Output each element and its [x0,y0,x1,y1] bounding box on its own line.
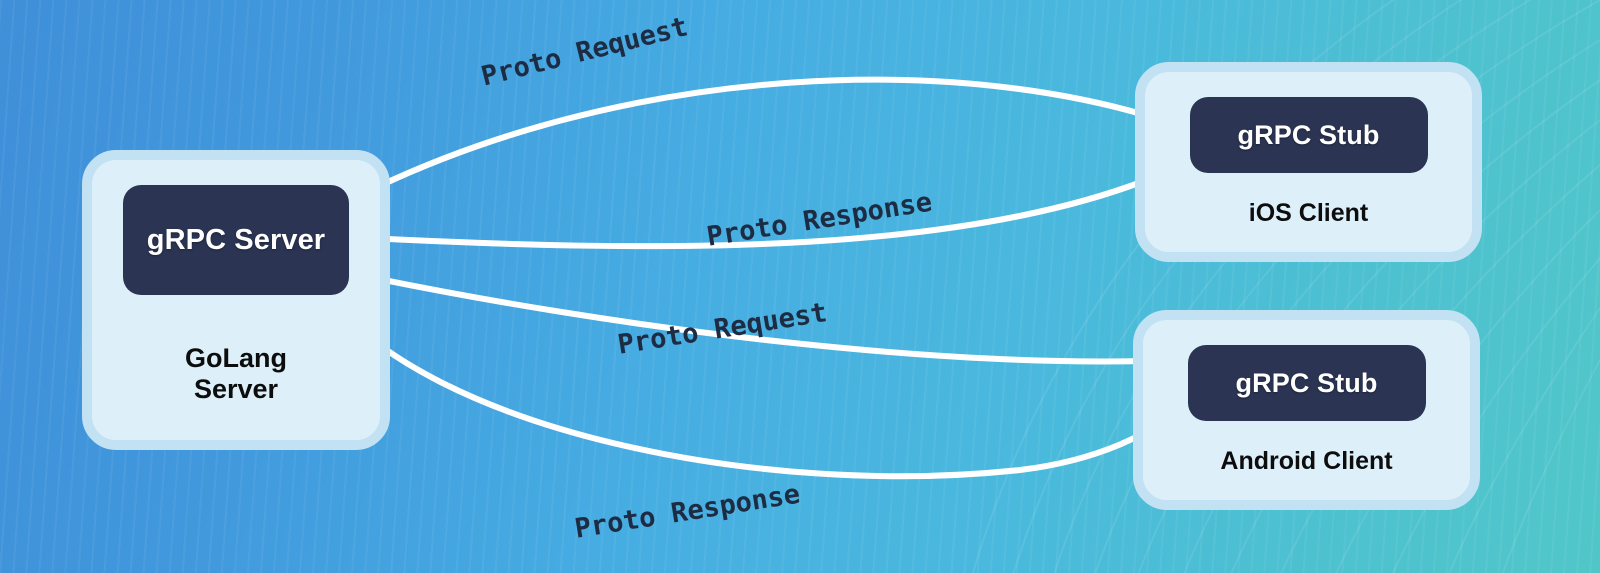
node-android-client-label: Android Client [1220,447,1393,475]
edge-ios-request [330,76,1201,224]
edge-android-request [335,251,1199,365]
node-android-client[interactable]: gRPC Stub Android Client [1133,310,1480,510]
node-android-client-stub: gRPC Stub [1187,345,1426,421]
node-ios-client-label: iOS Client [1248,199,1369,227]
node-golang-server[interactable]: gRPC Server GoLang Server [82,150,390,450]
node-golang-server-label-line1: GoLang [185,343,287,373]
node-ios-client-stub: gRPC Stub [1189,97,1428,173]
edge-ios-response [345,139,1231,250]
node-ios-client[interactable]: gRPC Stub iOS Client [1135,62,1482,262]
node-golang-server-label: GoLang Server [185,343,287,406]
node-golang-server-stub: gRPC Server [123,185,349,295]
node-golang-server-label-line2: Server [193,374,279,405]
